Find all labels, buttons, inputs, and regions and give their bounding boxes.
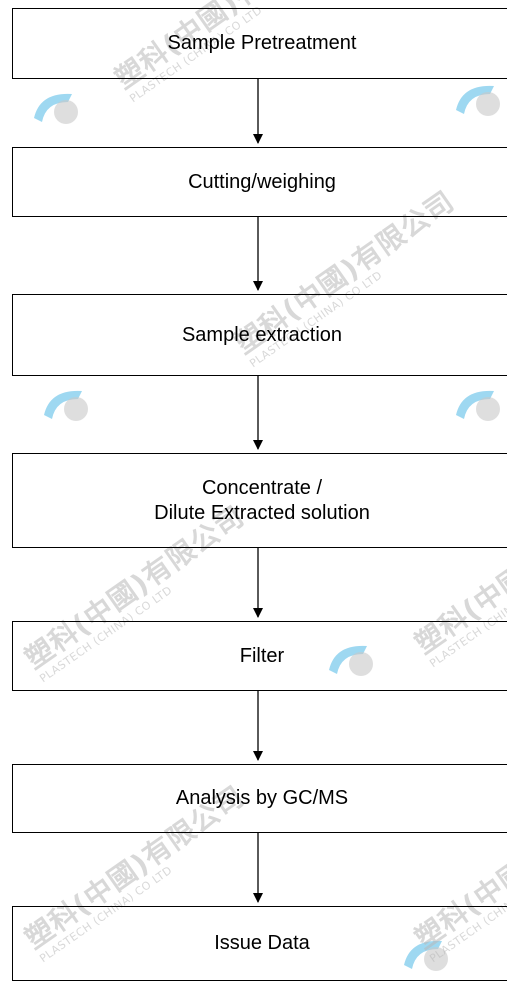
step-sample-pretreatment: Sample Pretreatment bbox=[12, 8, 507, 79]
step-label: Sample extraction bbox=[181, 323, 343, 346]
step-label: Issue Data bbox=[214, 932, 310, 954]
step-filter: Filter bbox=[12, 621, 507, 691]
step-concentrate-dilute: Concentrate / Dilute Extracted solution bbox=[12, 453, 507, 548]
step-sample-extraction: Sample extraction bbox=[12, 294, 507, 376]
step-label: Filter bbox=[239, 644, 285, 667]
step-analysis-gcms: Analysis by GC/MS bbox=[12, 764, 507, 833]
step-label-line-1: Concentrate / bbox=[201, 476, 323, 499]
step-label: Sample Pretreatment bbox=[167, 32, 357, 54]
step-label: Cutting/weighing bbox=[188, 170, 336, 193]
step-label: Analysis by GC/MS bbox=[175, 787, 349, 809]
step-label-line-2: Dilute Extracted solution bbox=[154, 501, 370, 524]
step-cutting-weighing: Cutting/weighing bbox=[12, 147, 507, 217]
